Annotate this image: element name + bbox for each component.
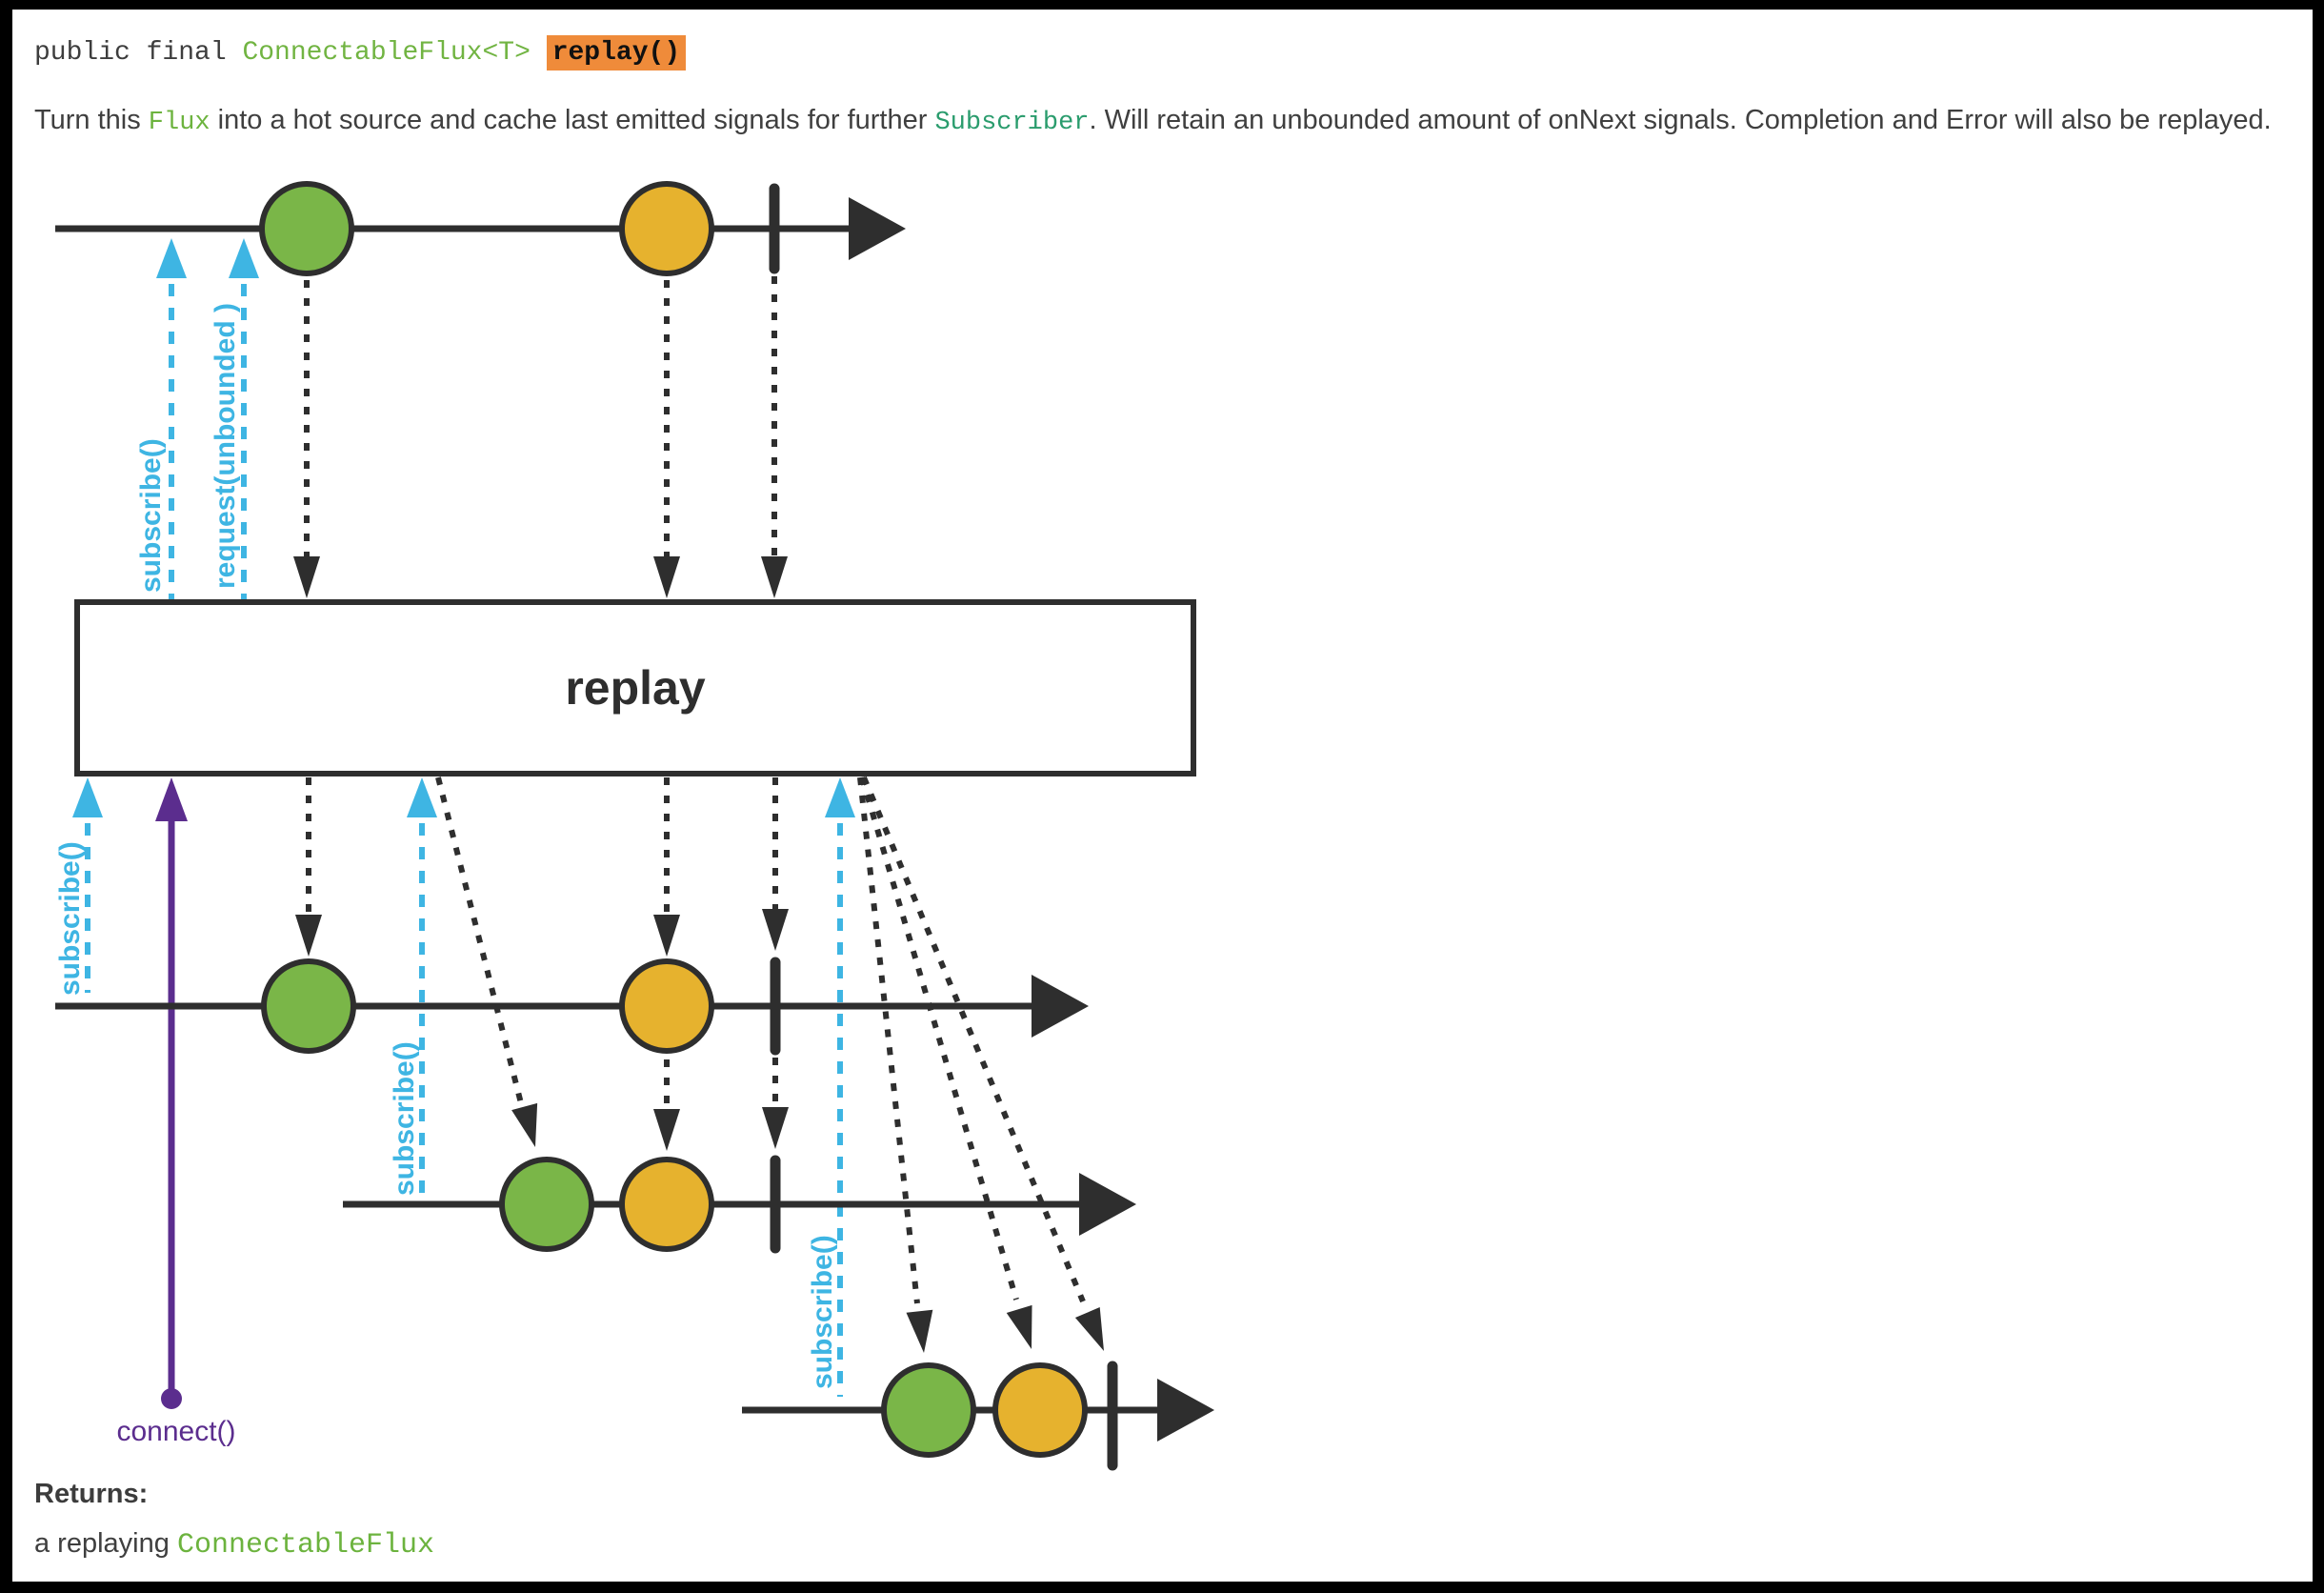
signature-modifiers: public final <box>34 38 243 68</box>
subscribe-3-label: subscribe() <box>807 1235 838 1389</box>
operator-label: replay <box>565 661 706 715</box>
subscribe-1-label: subscribe() <box>54 841 86 996</box>
subscribe-arrow-2 <box>407 777 437 1193</box>
source-yellow-marble <box>619 181 714 276</box>
source-to-operator-arrows <box>293 276 788 598</box>
subscriber-timeline-2 <box>343 1155 1136 1254</box>
replay-to-subscriber3-arrows <box>857 776 1104 1353</box>
subscriber3-green-marble <box>881 1362 976 1458</box>
subscriber1-yellow-marble <box>619 958 714 1054</box>
connectableflux-code-link[interactable]: ConnectableFlux <box>176 1529 434 1562</box>
source-green-marble <box>259 181 354 276</box>
subscriber3-arrowhead <box>1157 1379 1214 1442</box>
source-timeline-arrowhead <box>849 197 906 260</box>
javadoc-page: public final ConnectableFlux<T> replay()… <box>12 10 2313 1582</box>
method-description: Turn this Flux into a hot source and cac… <box>34 101 2282 142</box>
returns-text: a replaying <box>34 1528 177 1559</box>
subscribe-arrow-3 <box>825 777 855 1397</box>
subscribe-2-label: subscribe() <box>389 1041 420 1196</box>
subscriber1-arrowhead <box>1032 975 1089 1038</box>
source-timeline <box>55 181 906 276</box>
description-text: Turn this <box>34 105 149 135</box>
subscriber3-yellow-marble <box>992 1362 1088 1458</box>
operator-to-subscriber1-arrows <box>295 777 789 957</box>
flux-code-link[interactable]: Flux <box>148 109 210 137</box>
subscribe-arrow-1 <box>72 777 103 993</box>
subscriber2-green-marble <box>499 1157 594 1252</box>
request-unbounded-label: request(unbounded ) <box>210 303 241 589</box>
signature-method-name: replay() <box>546 35 687 71</box>
connect-arrow <box>155 777 188 1409</box>
subscriber-timeline-3 <box>742 1361 1214 1471</box>
subscriber-timeline-1 <box>55 957 1089 1056</box>
subscribe-arrow-top <box>156 238 187 600</box>
request-arrow-top <box>229 238 259 600</box>
marble-diagram: subscribe() request(unbounded ) replay <box>54 181 1214 1471</box>
description-text: into a hot source and cache last emitted… <box>210 105 935 135</box>
returns-line: a replaying ConnectableFlux <box>34 1528 434 1562</box>
signature-return-type-link[interactable]: ConnectableFlux<T> <box>242 38 531 68</box>
returns-heading: Returns: <box>34 1479 149 1509</box>
operator-box: replay <box>74 599 1196 776</box>
connect-label: connect() <box>116 1416 235 1447</box>
subscribe-top-label: subscribe() <box>135 438 167 593</box>
subscriber-code-link[interactable]: Subscriber <box>934 109 1090 137</box>
subscriber2-yellow-marble <box>619 1157 714 1252</box>
method-signature: public final ConnectableFlux<T> replay() <box>34 34 687 72</box>
subscriber1-green-marble <box>261 958 356 1054</box>
subscriber2-arrowhead <box>1079 1173 1136 1236</box>
description-text: . Will retain an unbounded amount of onN… <box>1089 105 2272 135</box>
replay-to-subscriber2-arrows <box>435 776 789 1151</box>
